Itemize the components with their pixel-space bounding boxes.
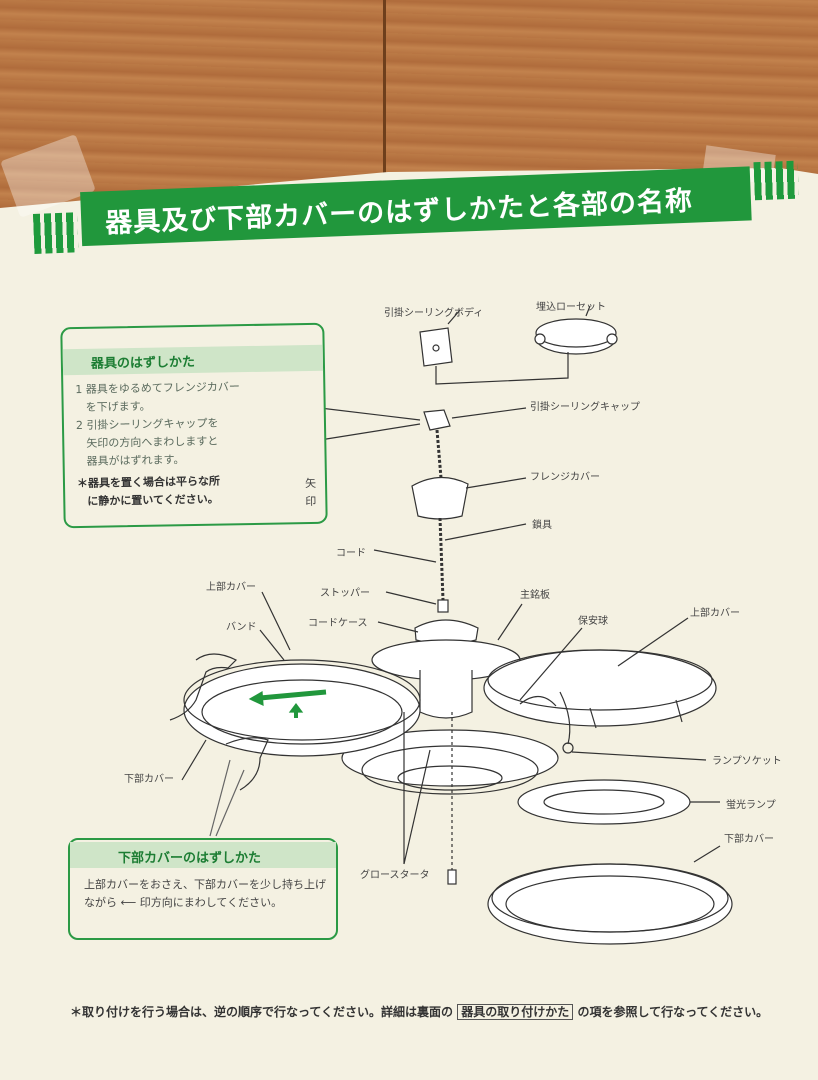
label-upper-cover: 上部カバー (690, 608, 740, 619)
step-text: 矢印の方向へまわしますと (86, 434, 219, 450)
label-cord: コード (336, 548, 366, 559)
arrow-label: 矢印 (304, 476, 317, 509)
label-ceiling-body: 引掛シーリングボディ (384, 308, 484, 319)
instruction-text: 上部カバーをおさえ、下部カバーを少し持ち上げながら ⟵ 印方向にまわしてください… (84, 878, 326, 909)
footer-text: ＊取り付けを行う場合は、逆の順序で行なってください。詳細は裏面の (70, 1005, 454, 1019)
label-band: バンド (226, 622, 257, 633)
label-upper-cover: 上部カバー (206, 582, 256, 593)
reference-box: 器具の取り付けかた (457, 1004, 574, 1020)
label-rosette: 埋込ローセット (536, 302, 606, 313)
label-fluorescent-lamp: 蛍光ランプ (726, 800, 776, 811)
box-heading: 下部カバーのはずしかた (118, 851, 262, 866)
box-heading: 器具のはずしかた (90, 354, 196, 372)
footer-text: の項を参照して行なってください。 (577, 1005, 769, 1019)
label-name-plate: 主銘板 (520, 590, 550, 601)
step-text: 1 器具をゆるめてフレンジカバー (75, 380, 240, 397)
remove-fixture-box: 器具のはずしかた 1 器具をゆるめてフレンジカバー を下げます。 2 引掛シーリ… (60, 322, 328, 529)
label-glow-starter: グロースタータ (360, 870, 430, 881)
remove-lower-cover-box: 下部カバーのはずしかた 上部カバーをおさえ、下部カバーを少し持ち上げながら ⟵ … (68, 838, 338, 940)
label-lower-cover: 下部カバー (724, 834, 774, 845)
footer-note: ＊取り付けを行う場合は、逆の順序で行なってください。詳細は裏面の 器具の取り付け… (70, 1002, 818, 1022)
note-text: に静かに置いてください。 (87, 492, 219, 508)
step-text: を下げます。 (85, 399, 151, 414)
label-cord-case: コードケース (308, 618, 368, 629)
label-safety-bulb: 保安球 (578, 616, 608, 627)
label-ceiling-cap: 引掛シーリングキャップ (530, 402, 640, 413)
step-text: 器具がはずれます。 (86, 453, 185, 468)
label-lamp-socket: ランプソケット (712, 756, 782, 767)
label-lower-cover: 下部カバー (124, 774, 174, 785)
label-chain: 鎖具 (532, 520, 552, 531)
box-header: 下部カバーのはずしかた (70, 842, 336, 868)
box-header: 器具のはずしかた (62, 344, 324, 376)
label-flange-cover: フレンジカバー (530, 472, 600, 483)
label-stopper: ストッパー (320, 588, 370, 599)
